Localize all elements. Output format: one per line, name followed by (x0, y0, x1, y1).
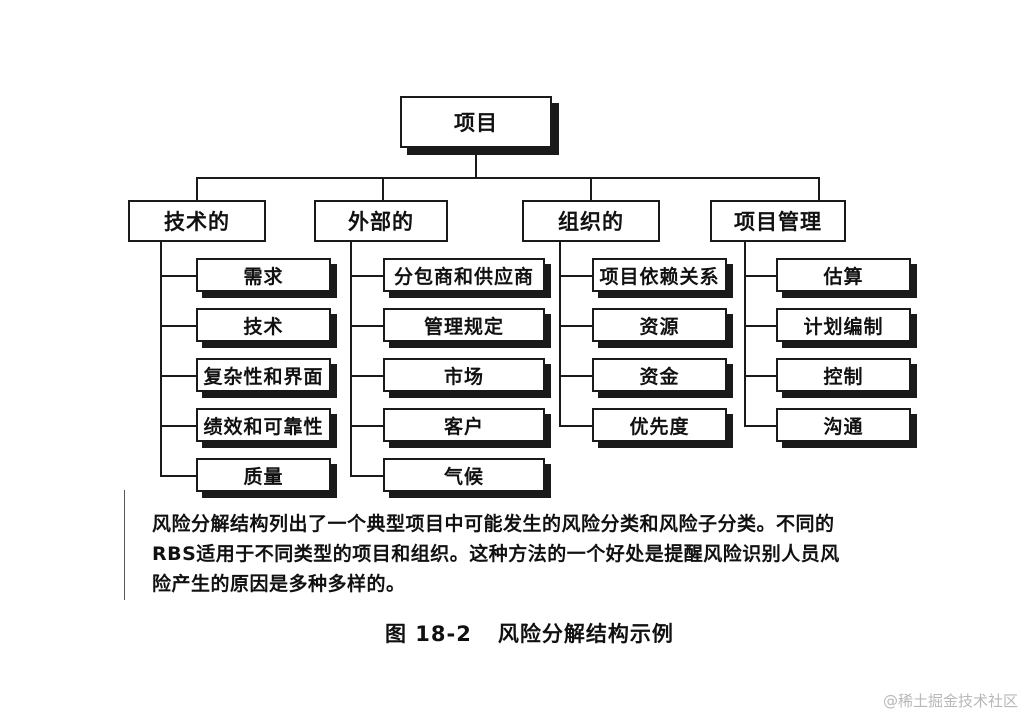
category-node-2-label: 外部的 (348, 210, 414, 234)
leaf-node-3-1-label: 项目依赖关系 (599, 265, 720, 288)
category-drop-line-2 (382, 177, 384, 200)
category-bus-line (196, 177, 818, 179)
root-node: 项目 (400, 96, 552, 148)
leaf-node-2-5: 气候 (383, 458, 545, 492)
leaf-connector-4-2 (744, 325, 776, 327)
caption-line-3: 险产生的原因是多种多样的。 (152, 573, 406, 595)
figure-label: 图 18-2 风险分解结构示例 (385, 618, 674, 648)
leaf-node-3-4-label: 优先度 (629, 415, 690, 438)
leaf-node-2-3: 市场 (383, 358, 545, 392)
leaf-node-1-1-label: 需求 (243, 265, 284, 288)
leaf-node-3-2: 资源 (592, 308, 727, 342)
leaf-node-4-4-label: 沟通 (823, 415, 864, 438)
leaf-connector-2-1 (350, 275, 383, 277)
leaf-node-1-4-label: 绩效和可靠性 (203, 415, 324, 438)
leaf-connector-4-1 (744, 275, 776, 277)
left-margin-rule (124, 490, 125, 600)
leaf-node-2-1-label: 分包商和供应商 (393, 265, 534, 288)
category-spine-line-2 (350, 242, 352, 476)
category-node-3-label: 组织的 (558, 210, 624, 234)
leaf-node-4-2-label: 计划编制 (803, 315, 884, 338)
leaf-node-4-2: 计划编制 (776, 308, 911, 342)
leaf-node-3-4: 优先度 (592, 408, 727, 442)
category-node-1-label: 技术的 (164, 210, 230, 234)
leaf-connector-4-3 (744, 375, 776, 377)
leaf-node-3-2-label: 资源 (639, 315, 680, 338)
leaf-connector-3-1 (559, 275, 592, 277)
leaf-connector-1-3 (160, 375, 196, 377)
leaf-connector-2-3 (350, 375, 383, 377)
leaf-node-1-3-label: 复杂性和界面 (203, 365, 324, 388)
leaf-node-2-2: 管理规定 (383, 308, 545, 342)
category-spine-line-3 (559, 242, 561, 426)
leaf-node-1-4: 绩效和可靠性 (196, 408, 331, 442)
caption-line-2: RBS适用于不同类型的项目和组织。这种方法的一个好处是提醒风险识别人员风 (152, 543, 840, 565)
leaf-connector-1-5 (160, 475, 196, 477)
leaf-node-2-4: 客户 (383, 408, 545, 442)
category-node-4: 项目管理 (710, 200, 846, 242)
leaf-connector-1-1 (160, 275, 196, 277)
category-drop-line-1 (196, 177, 198, 200)
category-node-3: 组织的 (522, 200, 660, 242)
leaf-node-2-3-label: 市场 (443, 365, 484, 388)
leaf-node-1-1: 需求 (196, 258, 331, 292)
leaf-node-3-3-label: 资金 (639, 365, 680, 388)
leaf-connector-4-4 (744, 425, 776, 427)
root-trunk-line (475, 148, 477, 177)
leaf-connector-2-5 (350, 475, 383, 477)
category-node-2: 外部的 (314, 200, 448, 242)
category-node-1: 技术的 (128, 200, 266, 242)
leaf-connector-3-4 (559, 425, 592, 427)
leaf-node-1-2-label: 技术 (243, 315, 284, 338)
leaf-connector-3-2 (559, 325, 592, 327)
root-node-label: 项目 (454, 111, 498, 135)
category-drop-line-4 (818, 177, 820, 200)
leaf-node-4-1-label: 估算 (823, 265, 864, 288)
watermark: @稀土掘金技术社区 (882, 692, 1018, 710)
leaf-connector-3-3 (559, 375, 592, 377)
leaf-connector-1-4 (160, 425, 196, 427)
leaf-node-3-1: 项目依赖关系 (592, 258, 727, 292)
leaf-node-4-3: 控制 (776, 358, 911, 392)
figure-title: 风险分解结构示例 (497, 622, 674, 646)
caption-line-1: 风险分解结构列出了一个典型项目中可能发生的风险分类和风险子分类。不同的 (152, 513, 835, 535)
category-drop-line-3 (590, 177, 592, 200)
leaf-node-1-5: 质量 (196, 458, 331, 492)
diagram-caption: 风险分解结构列出了一个典型项目中可能发生的风险分类和风险子分类。不同的 RBS适… (152, 509, 932, 599)
figure-number: 图 18-2 (385, 622, 472, 646)
leaf-node-4-4: 沟通 (776, 408, 911, 442)
leaf-connector-2-4 (350, 425, 383, 427)
category-node-4-label: 项目管理 (734, 210, 822, 234)
leaf-connector-1-2 (160, 325, 196, 327)
leaf-connector-2-2 (350, 325, 383, 327)
leaf-node-1-2: 技术 (196, 308, 331, 342)
leaf-node-4-3-label: 控制 (823, 365, 864, 388)
leaf-node-2-1: 分包商和供应商 (383, 258, 545, 292)
leaf-node-2-2-label: 管理规定 (423, 315, 504, 338)
category-spine-line-1 (160, 242, 162, 476)
leaf-node-1-3: 复杂性和界面 (196, 358, 331, 392)
category-spine-line-4 (744, 242, 746, 426)
leaf-node-3-3: 资金 (592, 358, 727, 392)
leaf-node-4-1: 估算 (776, 258, 911, 292)
leaf-node-2-5-label: 气候 (443, 465, 484, 488)
leaf-node-2-4-label: 客户 (443, 415, 484, 438)
leaf-node-1-5-label: 质量 (243, 465, 284, 488)
